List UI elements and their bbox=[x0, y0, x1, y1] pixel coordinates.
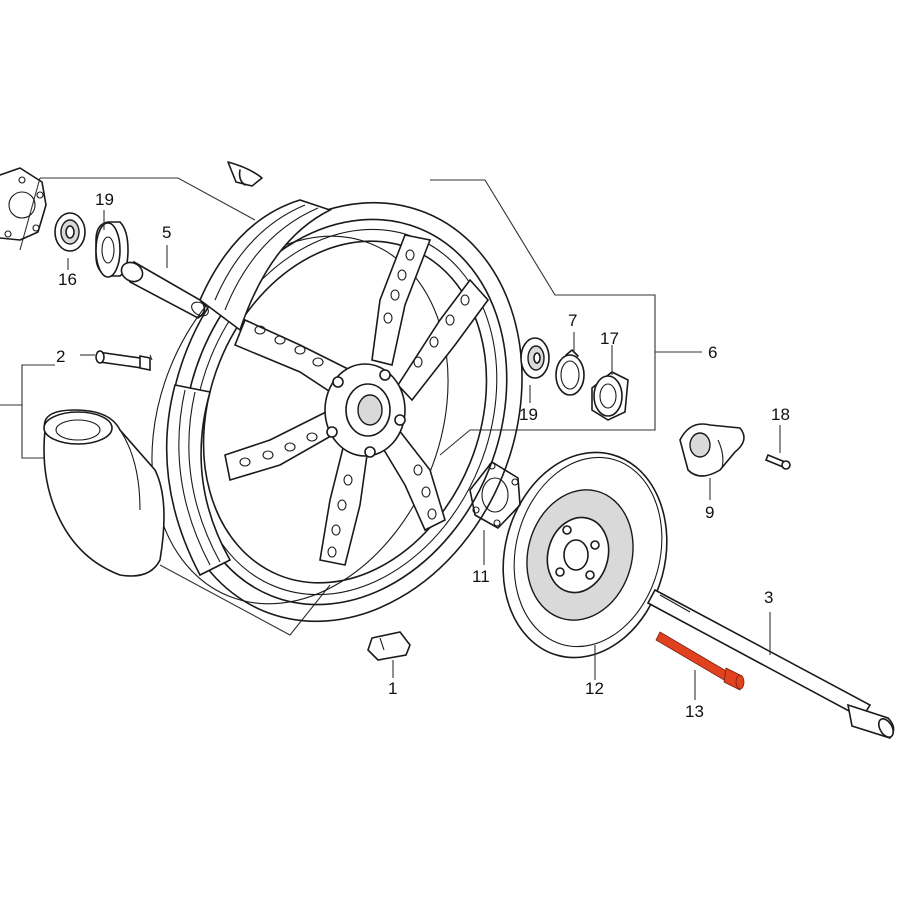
speedometer-gearbox-9 bbox=[679, 423, 745, 477]
distance-collar-5 bbox=[120, 260, 209, 319]
label-part-1: 1 bbox=[388, 679, 397, 698]
wheel-rim bbox=[151, 201, 523, 623]
bearing-19-right bbox=[520, 337, 550, 379]
label-part-5: 5 bbox=[162, 223, 171, 242]
bolt-13 bbox=[655, 631, 745, 691]
label-part-19-top: 19 bbox=[95, 190, 114, 209]
screw-18 bbox=[764, 453, 791, 470]
wheel-hub bbox=[324, 363, 406, 458]
oil-seal-17 bbox=[591, 371, 629, 421]
label-part-9: 9 bbox=[705, 503, 714, 522]
label-part-12: 12 bbox=[585, 679, 604, 698]
assembly-bracket bbox=[19, 177, 702, 636]
front-axle-3 bbox=[646, 588, 895, 739]
label-part-6: 6 bbox=[708, 343, 717, 362]
fender-fragment bbox=[227, 161, 263, 187]
retainer-7 bbox=[555, 349, 585, 396]
label-part-11: 11 bbox=[472, 567, 490, 586]
label-part-2: 2 bbox=[56, 347, 65, 366]
clip-1 bbox=[367, 631, 411, 661]
tyre bbox=[43, 409, 165, 577]
label-part-19-right: 19 bbox=[519, 405, 538, 424]
spoke-holes bbox=[239, 249, 470, 558]
label-part-3: 3 bbox=[764, 588, 773, 607]
rim-cutaway bbox=[165, 199, 333, 577]
label-part-13: 13 bbox=[685, 702, 704, 721]
callout-leaders bbox=[67, 210, 781, 700]
bearing-19-top bbox=[95, 221, 129, 278]
seal-16 bbox=[54, 212, 86, 252]
label-part-17: 17 bbox=[600, 329, 619, 348]
label-part-18: 18 bbox=[771, 405, 790, 424]
hub-gasket-top bbox=[0, 167, 47, 241]
label-part-16: 16 bbox=[58, 270, 77, 289]
label-part-7: 7 bbox=[568, 311, 577, 330]
valve-2 bbox=[95, 350, 151, 371]
callout-labels: 19 5 16 2 7 17 6 19 18 9 11 3 1 12 13 bbox=[56, 190, 790, 721]
brake-disc-12 bbox=[502, 451, 668, 659]
tyre-bracket bbox=[0, 354, 153, 459]
